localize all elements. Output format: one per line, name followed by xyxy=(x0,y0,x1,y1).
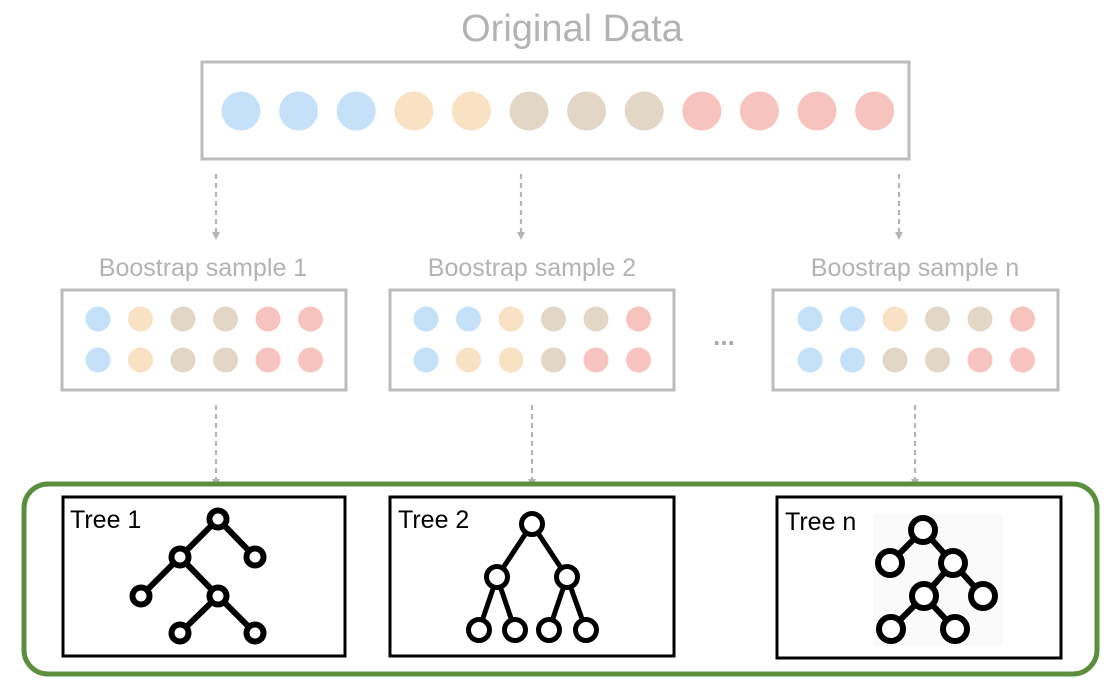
sample-1-point-orange xyxy=(128,306,153,332)
sample-1-point-orange xyxy=(128,347,153,373)
original-data-title: Original Data xyxy=(461,8,684,50)
sample-1-point-red xyxy=(255,306,281,332)
original-data-point-red xyxy=(855,91,895,131)
tree-2-icon xyxy=(466,511,599,643)
sample-3-point-blue xyxy=(797,347,823,373)
sample-2-point-tan xyxy=(541,347,566,373)
original-data-point-tan xyxy=(624,91,664,131)
sample-3-point-red xyxy=(1010,306,1035,332)
arrows-to-samples xyxy=(212,174,903,240)
original-data-point-red xyxy=(797,91,837,131)
ensemble-box xyxy=(21,481,1100,677)
arrows-to-trees xyxy=(212,405,919,487)
sample-1-box xyxy=(60,288,348,392)
sample-3-point-tan xyxy=(967,306,993,332)
sample-3-point-red xyxy=(967,347,993,373)
sample-3-point-orange xyxy=(882,306,908,332)
sample-2-point-red xyxy=(583,347,609,373)
sample-1-point-tan xyxy=(213,306,238,332)
sample-3-point-tan xyxy=(925,347,950,373)
sample-2-point-blue xyxy=(413,347,439,373)
sample-1-point-blue xyxy=(85,347,111,373)
tree-1-icon xyxy=(129,507,267,645)
sample-3-point-blue xyxy=(840,306,865,332)
sample-n-label: Boostrap sample n xyxy=(811,254,1019,282)
sample-2-point-blue xyxy=(413,306,439,332)
tree-n-icon xyxy=(873,514,1003,646)
sample-1-point-tan xyxy=(170,306,196,332)
sample-n-box xyxy=(771,288,1060,392)
sample-1-point-blue xyxy=(85,306,111,332)
tree-1-box xyxy=(61,495,347,658)
tree-2-box xyxy=(388,495,676,658)
sample-3-point-tan xyxy=(925,306,950,332)
original-data-point-blue xyxy=(336,91,376,131)
original-data-point-blue xyxy=(279,91,319,131)
tree-2-label: Tree 2 xyxy=(398,506,469,534)
sample-2-point-orange xyxy=(498,306,524,332)
sample-3-point-blue xyxy=(840,347,865,373)
original-data-point-orange xyxy=(394,91,434,131)
sample-2-point-red xyxy=(626,306,651,332)
original-data-point-blue xyxy=(221,91,261,131)
original-data-box xyxy=(200,60,911,161)
sample-2-point-orange xyxy=(456,347,481,373)
sample-2-point-orange xyxy=(498,347,524,373)
sample-1-point-red xyxy=(298,306,323,332)
sample-1-point-red xyxy=(255,347,281,373)
sample-3-point-tan xyxy=(882,347,908,373)
sample-2-point-tan xyxy=(541,306,566,332)
sample-3-point-blue xyxy=(797,306,823,332)
ellipsis: ... xyxy=(713,321,735,351)
sample-2-box xyxy=(388,288,676,392)
sample-2-point-blue xyxy=(456,306,481,332)
tree-n-box xyxy=(775,495,1063,660)
sample-2-point-tan xyxy=(583,306,609,332)
original-data-point-tan xyxy=(509,91,549,131)
sample-1-label: Boostrap sample 1 xyxy=(99,254,307,282)
original-data-point-orange xyxy=(451,91,491,131)
sample-1-point-tan xyxy=(170,347,196,373)
sample-1-point-red xyxy=(298,347,323,373)
sample-data-points xyxy=(85,306,1035,373)
original-data-points xyxy=(221,91,895,131)
sample-2-point-red xyxy=(626,347,651,373)
sample-3-point-red xyxy=(1010,347,1035,373)
original-data-point-red xyxy=(739,91,779,131)
tree-1-label: Tree 1 xyxy=(70,506,141,534)
sample-1-point-tan xyxy=(213,347,238,373)
original-data-point-tan xyxy=(567,91,607,131)
original-data-point-red xyxy=(682,91,722,131)
sample-2-label: Boostrap sample 2 xyxy=(428,254,636,282)
tree-n-label: Tree n xyxy=(785,508,856,536)
